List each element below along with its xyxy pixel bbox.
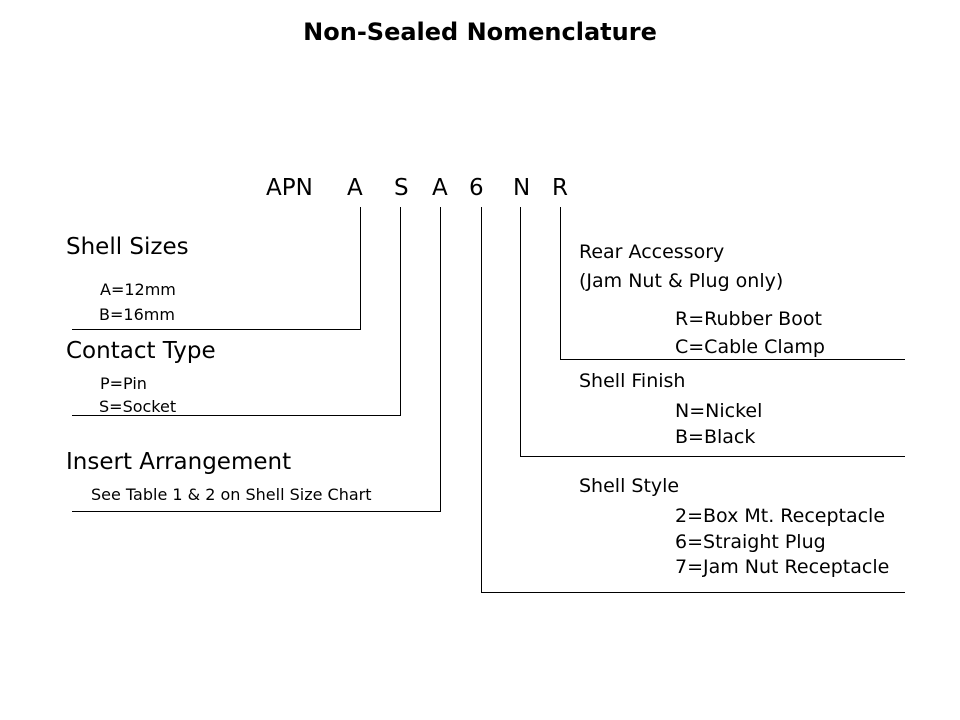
page-title: Non-Sealed Nomenclature: [303, 18, 657, 46]
code-prefix: APN: [266, 175, 313, 201]
shell-style-option-6: 6=Straight Plug: [675, 531, 826, 553]
code-rear-accessory: R: [552, 175, 568, 201]
shell-finish-option-b: B=Black: [675, 426, 756, 448]
rear-accessory-heading: Rear Accessory: [579, 241, 725, 263]
shell-size-option-b: B=16mm: [99, 305, 175, 324]
code-shell-finish: N: [513, 175, 531, 201]
shell-size-line: [72, 207, 361, 330]
shell-style-option-2: 2=Box Mt. Receptacle: [675, 505, 886, 527]
insert-arrangement-heading: Insert Arrangement: [66, 449, 292, 475]
shell-style-heading: Shell Style: [579, 475, 680, 497]
code-contact-type: S: [394, 175, 409, 201]
contact-type-option-socket: S=Socket: [99, 397, 177, 416]
rear-accessory-subheading: (Jam Nut & Plug only): [579, 270, 784, 292]
shell-sizes-heading: Shell Sizes: [66, 234, 189, 260]
rear-accessory-option-r: R=Rubber Boot: [675, 308, 822, 330]
rear-accessory-option-c: C=Cable Clamp: [675, 336, 825, 358]
shell-style-option-7: 7=Jam Nut Receptacle: [675, 556, 890, 578]
shell-size-option-a: A=12mm: [100, 280, 176, 299]
shell-style-line: [481, 207, 905, 593]
code-insert-arrangement: A: [432, 175, 448, 201]
contact-type-line: [72, 207, 401, 416]
contact-type-option-pin: P=Pin: [100, 374, 147, 393]
insert-arrangement-note: See Table 1 & 2 on Shell Size Chart: [91, 485, 372, 504]
shell-finish-heading: Shell Finish: [579, 370, 686, 392]
code-shell-style: 6: [469, 175, 484, 201]
rear-accessory-line: [560, 207, 905, 360]
shell-finish-option-n: N=Nickel: [675, 400, 763, 422]
contact-type-heading: Contact Type: [66, 338, 216, 364]
code-shell-size: A: [347, 175, 363, 201]
shell-finish-line: [520, 207, 905, 457]
insert-arrangement-line: [72, 207, 441, 512]
